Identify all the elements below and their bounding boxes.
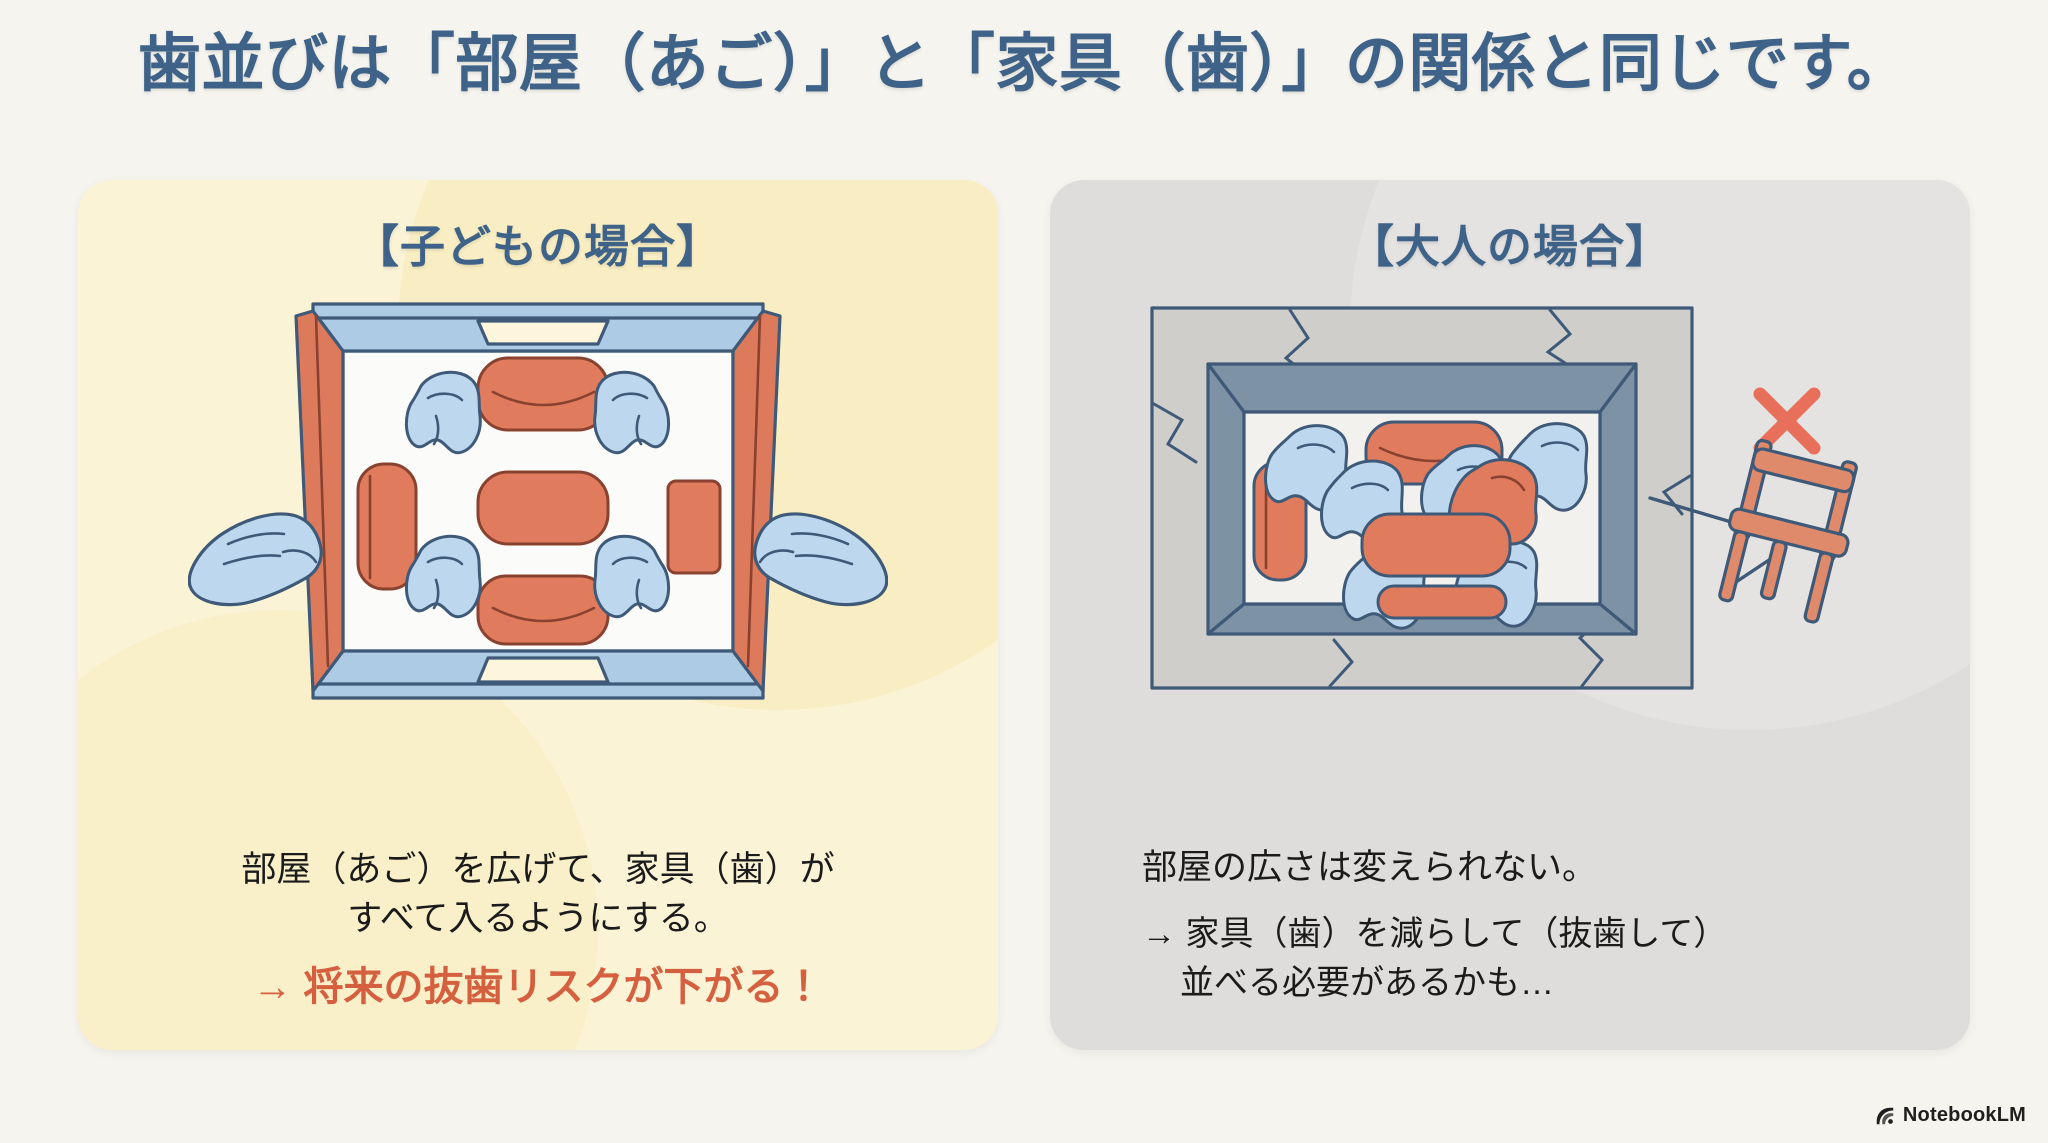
card-adult-heading: 【大人の場合】: [1348, 221, 1671, 272]
child-room-svg: .ln { stroke:#3f5a78; stroke-width:3.2; …: [188, 302, 888, 700]
illustration-adult-room: .g { stroke:#3f5a78; stroke-width:3.2; s…: [1050, 266, 1970, 736]
tooth-bottom-right: [593, 534, 670, 619]
notebooklm-watermark: NotebookLM: [1874, 1104, 2026, 1127]
furniture-sofa-bottom: [476, 574, 610, 646]
tooth-cluster: [1264, 422, 1589, 630]
card-child-caption-line2: すべて入るようにする。: [347, 899, 729, 939]
comparison-cards: 【子どもの場合】 .ln { stroke:#3f5a78; stroke-wi…: [78, 180, 1970, 1050]
furniture-bed-middle: [1360, 512, 1512, 578]
tooth-bottom-left: [405, 534, 482, 619]
notebooklm-spiral-icon: [1874, 1105, 1896, 1127]
card-adult-caption-line3: 並べる必要があるかも…: [1180, 964, 1554, 1003]
hand-right-icon: [753, 512, 888, 607]
page-title-bar: 歯並びは「部屋（あご）」と「家具（歯）」の関係と同じです。: [0, 28, 2048, 100]
tooth-top-right: [593, 370, 670, 455]
x-mark-icon: [1753, 387, 1821, 455]
card-adult-caption-line1: 部屋の広さは変えられない。: [1142, 848, 1598, 888]
furniture-bed-middle: [476, 470, 610, 546]
card-adult-caption-line2: → 家具（歯）を減らして（抜歯して）: [1142, 914, 1728, 953]
notebooklm-label: NotebookLM: [1902, 1104, 2026, 1126]
adult-room-svg: .g { stroke:#3f5a78; stroke-width:3.2; s…: [1150, 306, 1858, 690]
page-title: 歯並びは「部屋（あご）」と「家具（歯）」の関係と同じです。: [137, 29, 1911, 99]
hand-left-icon: [188, 512, 323, 607]
card-child: 【子どもの場合】 .ln { stroke:#3f5a78; stroke-wi…: [78, 180, 998, 1050]
card-adult-caption: 部屋の広さは変えられない。 → 家具（歯）を減らして（抜歯して） 並べる必要があ…: [1050, 843, 1970, 1008]
card-child-accent: → 将来の抜歯リスクが下がる！: [252, 965, 824, 1009]
furniture-sofa-top: [476, 356, 610, 432]
card-child-heading: 【子どもの場合】: [353, 221, 722, 272]
furniture-sofa-bottom: [1376, 584, 1508, 620]
furniture-cabinet-right: [666, 479, 722, 575]
furniture-cabinet-left: [356, 462, 418, 591]
tooth-top-left: [405, 370, 482, 455]
card-adult: 【大人の場合】 .g { stroke:#3f5a78; stroke-widt…: [1050, 180, 1970, 1050]
ejected-chair-icon: [1718, 438, 1858, 624]
illustration-child-room: .ln { stroke:#3f5a78; stroke-width:3.2; …: [78, 266, 998, 736]
motion-line: [1648, 496, 1740, 526]
card-child-caption: 部屋（あご）を広げて、家具（歯）が すべて入るようにする。 → 将来の抜歯リスク…: [78, 845, 998, 1014]
card-child-caption-line1: 部屋（あご）を広げて、家具（歯）が: [241, 849, 835, 889]
